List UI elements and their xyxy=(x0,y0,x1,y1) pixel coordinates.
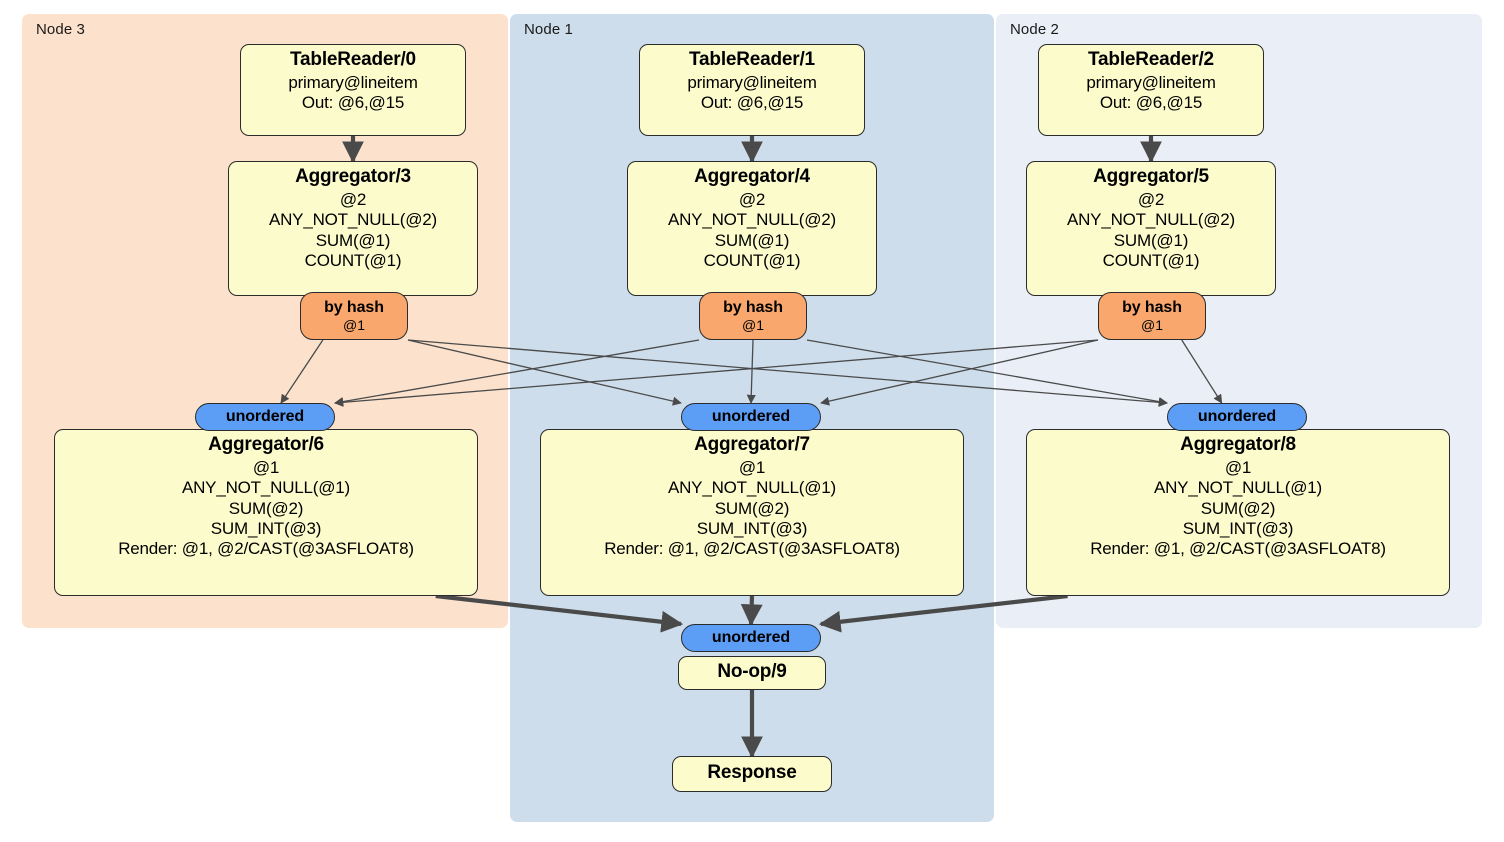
processor-noop9[interactable]: No-op/9 xyxy=(678,656,826,690)
processor-detail-line: Render: @1, @2/CAST(@3ASFLOAT8) xyxy=(1090,539,1386,559)
router-label: by hash xyxy=(1122,298,1182,316)
router-label: unordered xyxy=(711,628,791,646)
processor-title: Aggregator/3 xyxy=(295,166,411,187)
processor-detail-line: ANY_NOT_NULL(@1) xyxy=(667,478,837,498)
processor-title: Response xyxy=(707,762,797,784)
processor-detail-line: SUM(@2) xyxy=(228,498,304,518)
processor-detail-line: COUNT(@1) xyxy=(1102,250,1200,270)
router-label: unordered xyxy=(225,407,305,425)
processor-detail-line: SUM(@1) xyxy=(315,230,391,250)
processor-title: Aggregator/6 xyxy=(208,434,324,455)
router-label: by hash xyxy=(723,298,783,316)
router-sublabel: @1 xyxy=(742,317,764,334)
processor-detail-line: ANY_NOT_NULL(@2) xyxy=(268,210,438,230)
router-sublabel: @1 xyxy=(1141,317,1163,334)
processor-detail-line: SUM_INT(@3) xyxy=(696,518,808,538)
processor-title: Aggregator/8 xyxy=(1180,434,1296,455)
router-hash5[interactable]: by hash@1 xyxy=(1098,292,1206,340)
router-hash3[interactable]: by hash@1 xyxy=(300,292,408,340)
processor-title: TableReader/0 xyxy=(290,49,416,70)
processor-detail-line: primary@lineitem xyxy=(288,72,418,92)
processor-detail-line: COUNT(@1) xyxy=(304,250,402,270)
processor-title: Aggregator/5 xyxy=(1093,166,1209,187)
router-sync9[interactable]: unordered xyxy=(681,624,821,652)
processor-detail-line: @1 xyxy=(252,457,280,477)
router-label: unordered xyxy=(711,407,791,425)
processor-detail-line: SUM(@1) xyxy=(1113,230,1189,250)
processor-detail-line: @2 xyxy=(738,189,766,209)
processor-title: TableReader/1 xyxy=(689,49,815,70)
processor-detail-line: @1 xyxy=(1224,457,1252,477)
processor-detail-line: SUM(@2) xyxy=(714,498,790,518)
router-sync6[interactable]: unordered xyxy=(195,403,335,431)
processor-detail-line: SUM(@1) xyxy=(714,230,790,250)
processor-detail-line: Out: @6,@15 xyxy=(301,93,405,113)
processor-detail-line: Out: @6,@15 xyxy=(700,93,804,113)
processor-detail-line: SUM_INT(@3) xyxy=(210,518,322,538)
processor-detail-line: ANY_NOT_NULL(@1) xyxy=(181,478,351,498)
processor-detail-line: ANY_NOT_NULL(@2) xyxy=(1066,210,1236,230)
processor-title: Aggregator/7 xyxy=(694,434,810,455)
router-label: unordered xyxy=(1197,407,1277,425)
node-panel-label: Node 2 xyxy=(1010,21,1059,38)
processor-detail-line: Render: @1, @2/CAST(@3ASFLOAT8) xyxy=(118,539,414,559)
processor-detail-line: primary@lineitem xyxy=(1086,72,1216,92)
processor-detail-line: @1 xyxy=(738,457,766,477)
processor-detail-line: SUM_INT(@3) xyxy=(1182,518,1294,538)
processor-detail-line: COUNT(@1) xyxy=(703,250,801,270)
router-sublabel: @1 xyxy=(343,317,365,334)
processor-detail-line: ANY_NOT_NULL(@1) xyxy=(1153,478,1323,498)
node-panel-label: Node 1 xyxy=(524,21,573,38)
router-sync8[interactable]: unordered xyxy=(1167,403,1307,431)
processor-title: No-op/9 xyxy=(717,661,787,683)
processor-detail-line: Out: @6,@15 xyxy=(1099,93,1203,113)
node-panel-label: Node 3 xyxy=(36,21,85,38)
processor-detail-line: SUM(@2) xyxy=(1200,498,1276,518)
processor-title: Aggregator/4 xyxy=(694,166,810,187)
processor-detail-line: @2 xyxy=(339,189,367,209)
processor-detail-line: Render: @1, @2/CAST(@3ASFLOAT8) xyxy=(604,539,900,559)
router-hash4[interactable]: by hash@1 xyxy=(699,292,807,340)
processor-detail-line: ANY_NOT_NULL(@2) xyxy=(667,210,837,230)
processor-response[interactable]: Response xyxy=(672,756,832,792)
processor-detail-line: @2 xyxy=(1137,189,1165,209)
processor-title: TableReader/2 xyxy=(1088,49,1214,70)
processor-detail-line: primary@lineitem xyxy=(687,72,817,92)
router-sync7[interactable]: unordered xyxy=(681,403,821,431)
router-label: by hash xyxy=(324,298,384,316)
